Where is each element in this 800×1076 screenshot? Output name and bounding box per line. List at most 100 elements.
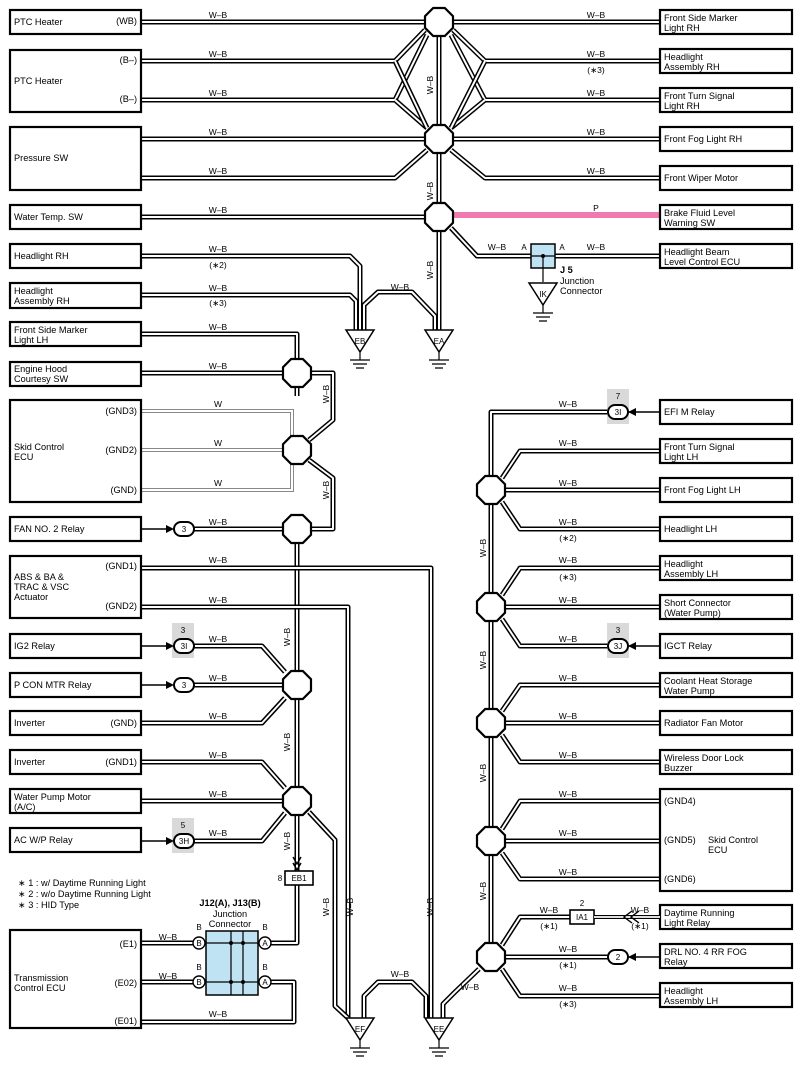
wire-outer	[499, 565, 660, 597]
pin-inv-gnd1: (GND1)	[105, 757, 137, 767]
wire-outer	[499, 798, 660, 831]
wl-23: W–B	[391, 282, 410, 292]
j12-pin-a2	[258, 975, 272, 989]
rlabel-11a: Headlight	[664, 559, 703, 569]
j12-dot1	[229, 941, 233, 945]
label-hood-sw-1: Engine Hood	[14, 364, 67, 374]
arrow-head-acwp	[166, 837, 174, 845]
wire-inner	[194, 812, 286, 842]
pin-abs-gnd2: (GND2)	[105, 601, 137, 611]
j5-pin-a-left: A	[521, 243, 527, 252]
wire-inner	[141, 567, 432, 1018]
wire-inner	[501, 916, 570, 946]
arrow-head-fan2	[166, 525, 174, 533]
p-con-mtr-relay-box	[8, 671, 143, 699]
wire-outer	[141, 33, 430, 103]
box-r2	[658, 86, 794, 114]
wr-14: W–B	[559, 634, 578, 644]
box-r9	[658, 476, 794, 504]
wire-inner	[501, 567, 660, 596]
rpin-gnd5: (GND5)	[664, 835, 696, 845]
label-fan2-relay: FAN NO. 2 Relay	[14, 524, 85, 534]
note-n2-a: (∗2)	[209, 260, 227, 270]
box-r11	[658, 554, 794, 582]
wr-10: W–B	[559, 478, 578, 488]
wire-inner	[308, 459, 334, 530]
rlabel-9: Front Fog Light LH	[664, 485, 741, 495]
arrow-head-drl4	[628, 953, 636, 961]
wv-12: W–B	[478, 538, 488, 557]
wl-21: W–B	[159, 971, 178, 981]
note-n1-b: (∗1)	[631, 921, 649, 931]
wl-18: W–B	[209, 789, 228, 799]
rlabel-6b: Level Control ECU	[664, 257, 740, 267]
wl-w3: W	[214, 478, 222, 488]
rlabel-2a: Front Turn Signal	[664, 91, 734, 101]
rlabel-16a: Wireless Door Lock	[664, 753, 744, 763]
pin-e02: (E02)	[115, 978, 137, 988]
label-fsm-lh-2: Light LH	[14, 335, 48, 345]
wire-inner	[141, 761, 286, 789]
label-pressure-sw: Pressure SW	[14, 153, 68, 163]
wire-inner	[450, 149, 660, 179]
wire-outer	[499, 500, 660, 532]
wl-8: W–B	[209, 283, 228, 293]
ground-ee: EE	[423, 1017, 455, 1057]
wr-16: W–B	[559, 711, 578, 721]
label-headlight-asm-rh-1: Headlight	[14, 286, 53, 296]
ac-wp-relay-box	[8, 826, 143, 854]
rlabel-17b: Light Relay	[664, 918, 710, 928]
wv-2: W–B	[425, 181, 435, 200]
headlight-assembly-rh-box	[8, 281, 143, 310]
wv-15: W–B	[478, 881, 488, 900]
wl-4: W–B	[209, 127, 228, 137]
label-inverter-1: Inverter	[14, 718, 45, 728]
wire-inner	[501, 618, 608, 647]
wr-24: W–B	[559, 983, 578, 993]
label-wpm-1: Water Pump Motor	[14, 792, 91, 802]
conn-ia1-pin: 2	[580, 899, 585, 908]
label-abs-3: Actuator	[14, 592, 48, 602]
water-pump-motor-box	[8, 787, 143, 815]
wl-7: W–B	[209, 244, 228, 254]
wl-1: W–B	[209, 10, 228, 20]
wire-inner	[450, 99, 486, 129]
label-inverter-2: Inverter	[14, 757, 45, 767]
wr-11: W–B	[559, 517, 578, 527]
legend-3: ∗ 3 : HID Type	[18, 900, 79, 910]
ground-eb-text: EB	[355, 337, 366, 346]
wv-3: W–B	[425, 260, 435, 279]
wire-outer	[141, 759, 287, 790]
joint-octagons	[281, 6, 507, 973]
wl-24: W–B	[391, 969, 410, 979]
joint-octagon	[475, 707, 507, 739]
wv-6: W–B	[282, 627, 292, 646]
wire-inner	[450, 227, 531, 257]
ground-ea-text: EA	[434, 337, 445, 346]
wr-12: W–B	[559, 555, 578, 565]
ptc-heater-b-box	[8, 48, 143, 114]
ptc-heater-wb-box	[8, 8, 143, 36]
joint-octagon	[475, 591, 507, 623]
box-r8	[658, 437, 794, 465]
ground-ee-text: EE	[434, 1025, 445, 1034]
wv-8: W–B	[282, 831, 292, 850]
conn-3j-text: 3J	[614, 642, 622, 651]
arrow-head-igct	[628, 642, 636, 650]
arrow-head-efi	[628, 408, 636, 416]
left-labels: PTC Heater (WB) PTC Heater (B–) (B–) Pre…	[14, 16, 137, 1026]
conn-eb1-pin: 8	[278, 874, 283, 883]
wl-3: W–B	[209, 88, 228, 98]
wl-w1: W	[214, 399, 222, 409]
water-temp-sw-box	[8, 203, 143, 231]
wire-inner	[194, 645, 286, 673]
rlabel-18a: DRL NO. 4 RR FOG	[664, 947, 747, 957]
rlabel-0b: Light RH	[664, 23, 700, 33]
wire-inner	[394, 60, 428, 129]
j5-dot	[541, 254, 545, 258]
pin-e01: (E01)	[115, 1016, 137, 1026]
wl-5: W–B	[209, 166, 228, 176]
note-n3-a: (∗3)	[209, 298, 227, 308]
conn-3h-text: 3H	[179, 837, 189, 846]
